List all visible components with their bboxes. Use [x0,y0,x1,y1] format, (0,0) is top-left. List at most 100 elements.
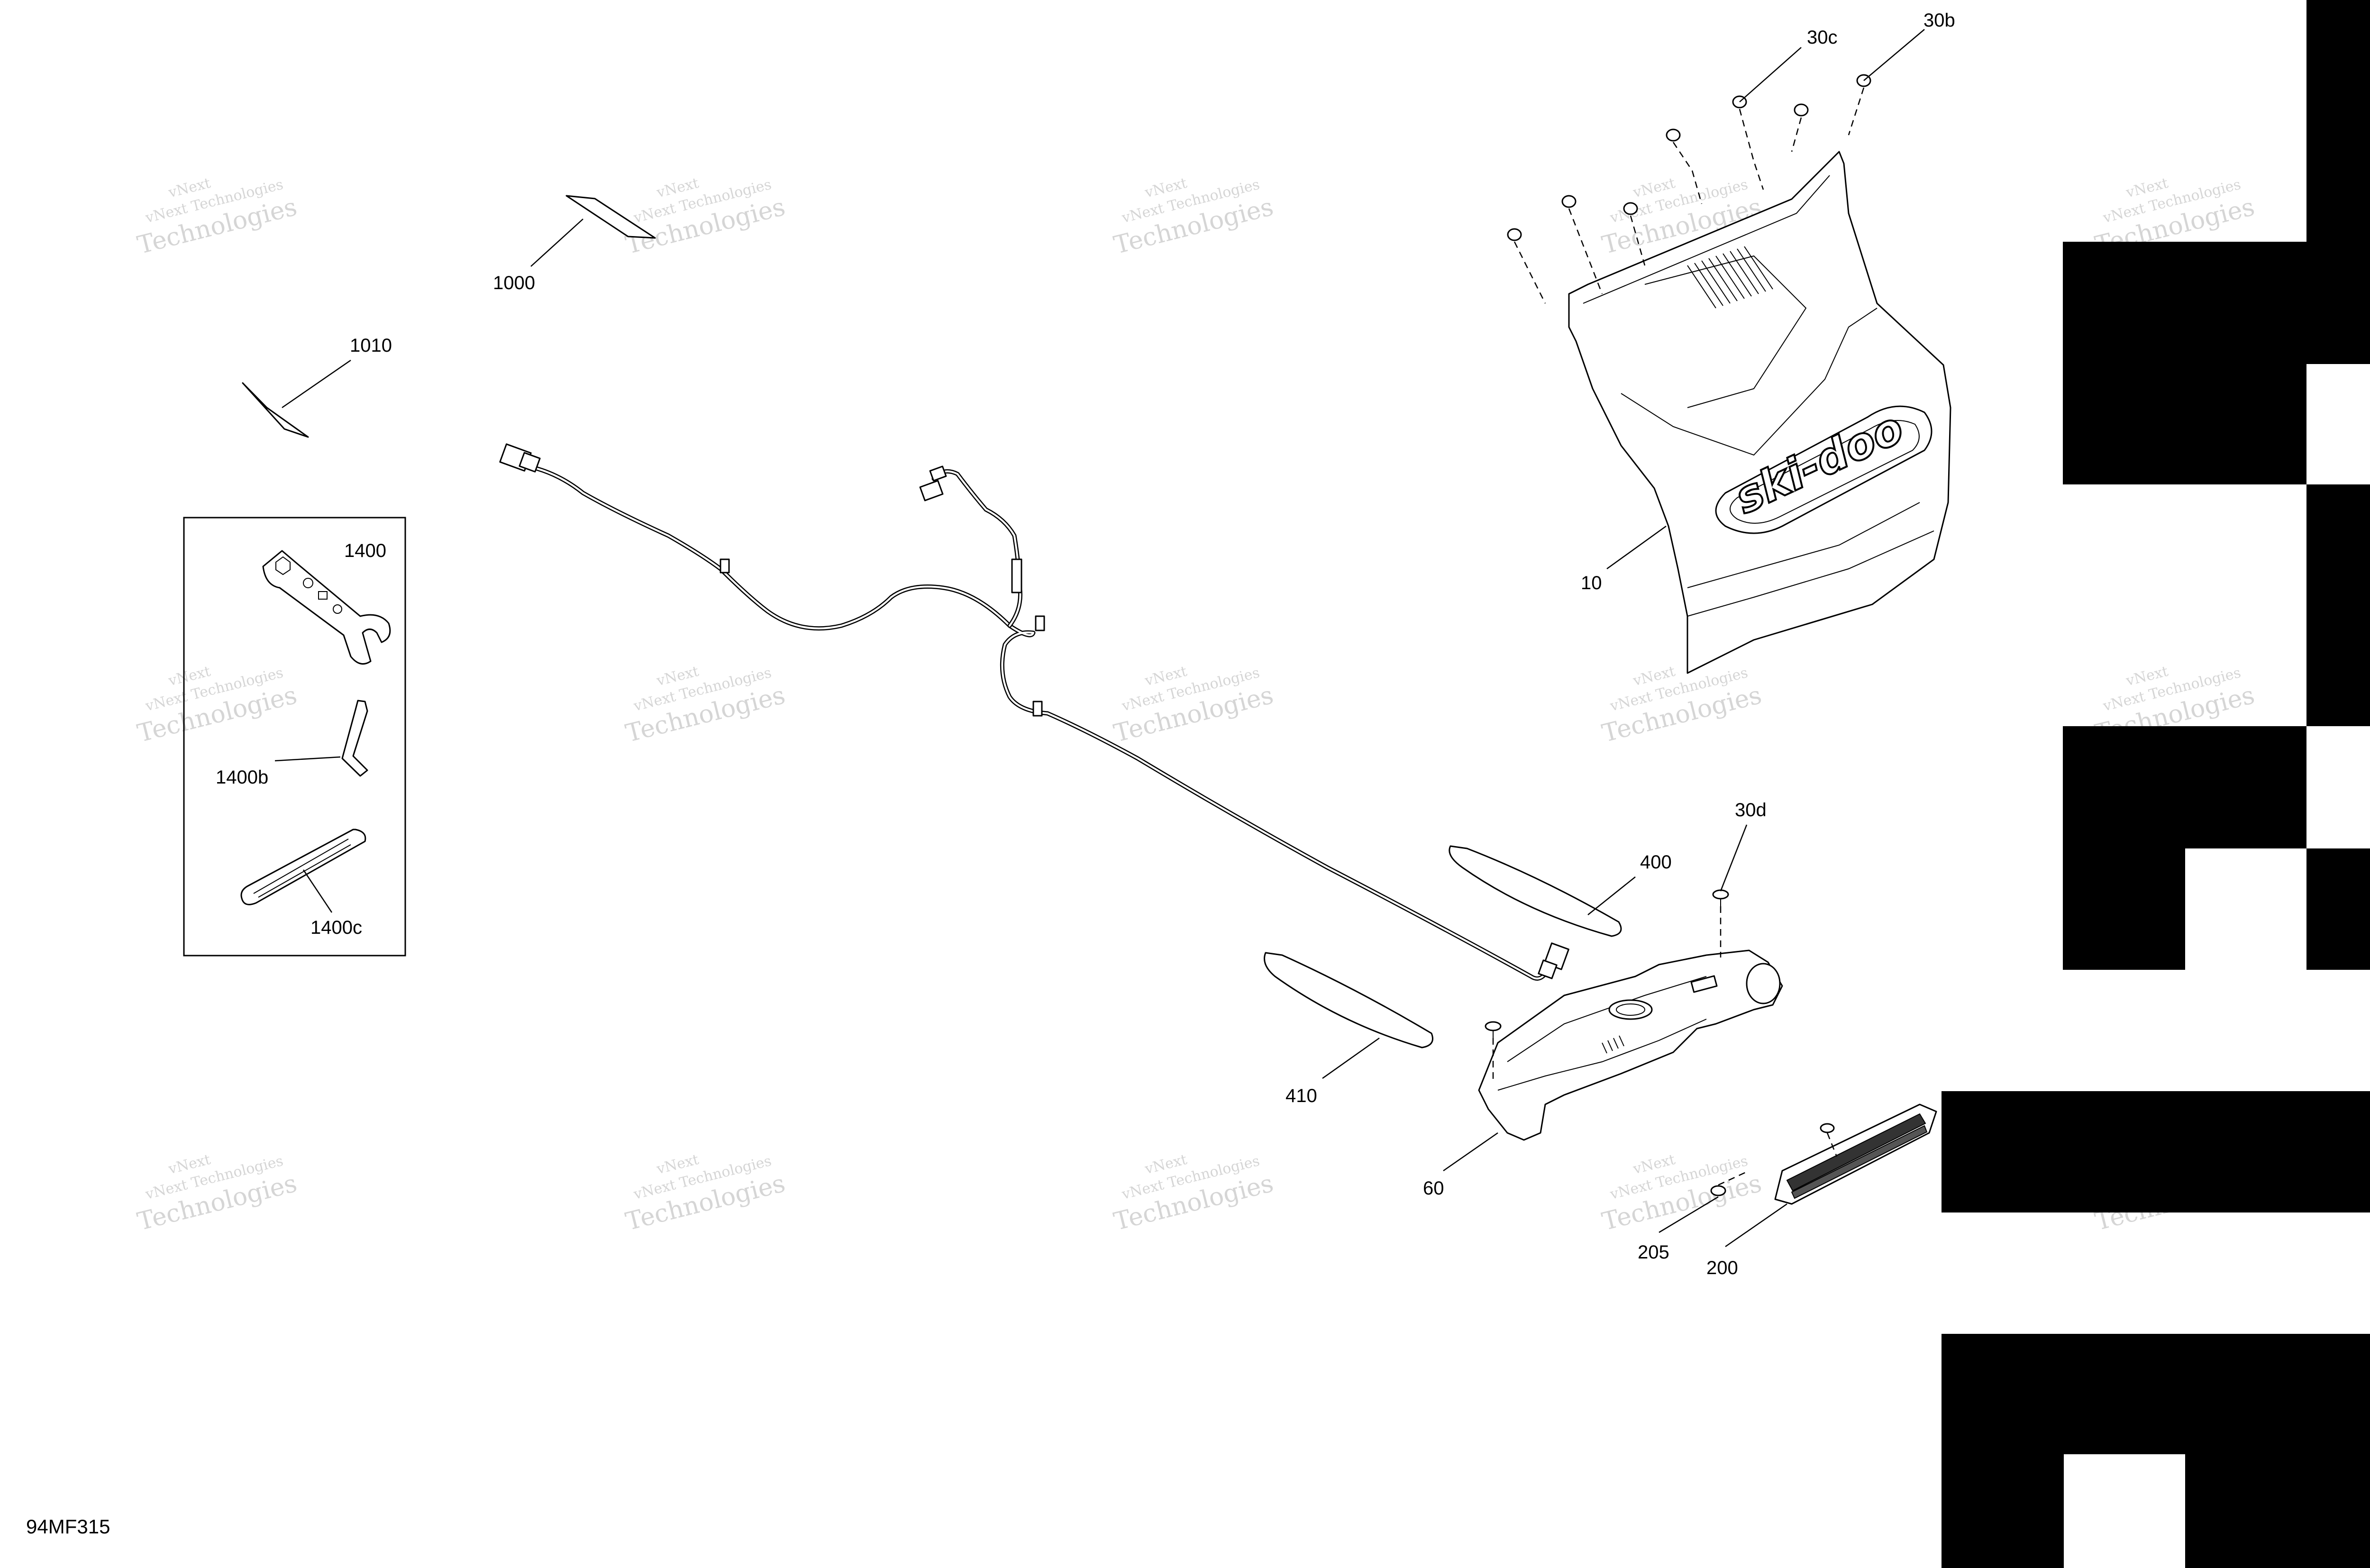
housing-grille-lines [1602,1035,1624,1054]
harness-branch-cable [931,469,1022,628]
fastener-path [1739,109,1764,190]
callout-30b-group[interactable]: 30b [1863,10,1955,81]
harness-clip [720,558,730,574]
callout-30d-group[interactable]: 30d [1720,800,1767,892]
leader-line [274,756,341,762]
black-block [2063,726,2306,848]
mounting-hardware [1507,74,1871,304]
snowflap-body [1568,151,1951,674]
callout-30d: 30d [1735,800,1767,820]
tool-outer [240,829,366,905]
leader-line [1322,1037,1380,1079]
connector-left [499,443,541,473]
fastener-path [1513,241,1546,304]
part-60-housing[interactable]: 60 [1423,889,1783,1199]
housing-body [1478,949,1783,1141]
black-block [2063,242,2370,364]
registration-blocks [1942,0,2370,1568]
leader-line [1720,824,1748,892]
black-block [2063,364,2306,484]
logo-frame-outer [1715,405,1932,534]
leader-line [302,869,333,913]
callout-400: 400 [1640,852,1672,873]
callout-410: 410 [1285,1085,1317,1106]
leader-line [1659,1196,1719,1233]
callout-1400b: 1400b [216,767,268,788]
decal-400-shape [1449,845,1622,937]
harness-clip [1035,615,1045,631]
black-block [2306,484,2370,726]
part-10-snowflap[interactable]: ski-doo 10 [1507,74,1951,674]
callout-30c: 30c [1807,27,1838,48]
part-205-screw[interactable]: 205 [1638,1170,1750,1263]
decal-410-shape [1264,952,1433,1048]
screw-head [1710,1185,1726,1196]
fastener-path [1826,1132,1838,1157]
connector-body [919,480,944,501]
leader-line [1443,1132,1498,1172]
part-400-decal[interactable]: 400 [1449,845,1672,937]
tool-kit-frame [183,517,406,957]
black-block [1942,1334,2370,1454]
hex-key-shape [341,700,368,777]
callout-30b: 30b [1923,10,1955,31]
snowflap-mid-line [1621,308,1878,456]
callout-205: 205 [1638,1242,1669,1263]
part-410-decal[interactable]: 410 [1264,952,1433,1106]
harness-branch-cable-inner [933,470,1021,627]
logo-frame-inner [1730,420,1920,524]
housing-edge [1497,1019,1707,1091]
vent-fins [1687,246,1773,309]
leader-line [1725,1203,1787,1248]
callout-200: 200 [1706,1258,1738,1278]
housing-edge [1507,976,1707,1062]
leader-line [1739,47,1802,102]
connector-lock [929,465,947,482]
callout-60: 60 [1423,1178,1444,1199]
part-1000-decal[interactable]: 1000 [493,195,656,293]
black-block [2185,1454,2370,1568]
decal-1000-shape [565,195,656,239]
callout-10: 10 [1581,573,1602,593]
diagram-code: 94MF315 [26,1515,110,1538]
wrench-hole [303,578,313,588]
harness-main-cable-inner [530,466,1556,980]
housing-cap [1608,999,1653,1020]
tool-kit-group[interactable]: 1400 1400b 1400c [183,517,406,957]
black-block [2063,848,2185,970]
black-block [2306,0,2370,242]
snowflap-bottom-line [1687,502,1920,588]
connector-right [1538,942,1569,979]
connector-lock [519,452,541,473]
wire-harness[interactable] [499,443,1569,981]
connector-lock [1538,959,1558,979]
part-1400-wrench[interactable]: 1400 [262,540,391,665]
fastener-path [1791,117,1802,152]
fastener-path [1568,208,1603,294]
wrench-hex-hole [275,556,291,575]
part-200-reflector[interactable]: 200 [1706,1103,1937,1278]
callout-30c-group[interactable]: 30c [1739,27,1838,102]
black-block [2306,848,2370,970]
decal-1010-shape [242,382,309,438]
screw [1485,1021,1502,1081]
fastener-path [1718,1170,1750,1186]
black-block [1942,1091,2370,1212]
screw-30d [1712,889,1729,957]
callout-1000: 1000 [493,273,535,293]
harness-clip [1032,701,1043,717]
part-1010-decal[interactable]: 1010 [242,335,392,438]
fastener-path [1672,142,1703,204]
watermark-layer: vNext vNext Technologies Technologies vN… [135,175,2257,1236]
wrench-body [262,550,391,665]
snowflap-vent-outline [1644,255,1807,408]
snowflap-bottom-line [1687,530,1934,617]
fastener-path [1848,87,1865,136]
callout-1010: 1010 [350,335,392,356]
part-1400b-hex-key[interactable]: 1400b [216,700,368,788]
part-1400c-tool[interactable]: 1400c [240,829,366,938]
leader-line [530,219,583,267]
leader-line [1587,876,1636,915]
reflector-pattern [1786,1113,1928,1199]
housing-grille [1690,975,1718,993]
